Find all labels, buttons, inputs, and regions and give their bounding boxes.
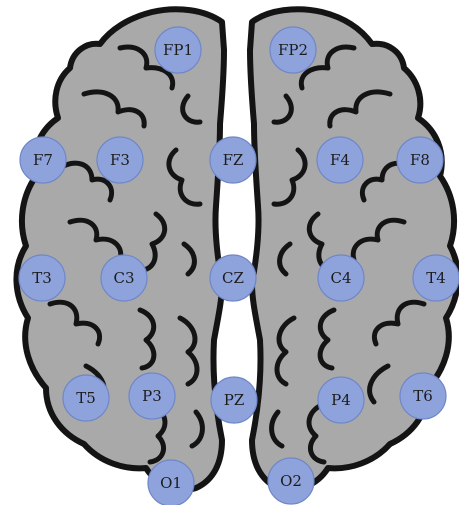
electrode-label: C4 xyxy=(330,269,351,287)
electrode-label: CZ xyxy=(222,269,244,287)
electrode-label: FZ xyxy=(223,151,244,169)
electrode-label: O1 xyxy=(160,474,182,492)
electrode-t6: T6 xyxy=(400,373,446,419)
electrode-label: T6 xyxy=(413,387,433,405)
electrode-label: F7 xyxy=(33,151,53,169)
electrode-label: O2 xyxy=(280,472,302,490)
electrode-t3: T3 xyxy=(19,255,65,301)
electrode-label: T4 xyxy=(426,269,446,287)
electrode-f8: F8 xyxy=(397,137,443,183)
electrode-label: F4 xyxy=(330,151,350,169)
electrode-o1: O1 xyxy=(148,460,194,505)
electrode-label: P4 xyxy=(331,391,351,409)
electrode-c4: C4 xyxy=(318,255,364,301)
electrode-f7: F7 xyxy=(20,137,66,183)
electrode-fz: FZ xyxy=(210,137,256,183)
electrode-label: T5 xyxy=(76,389,96,407)
electrode-pz: PZ xyxy=(211,377,257,423)
electrode-label: PZ xyxy=(224,391,245,409)
electrode-t5: T5 xyxy=(63,375,109,421)
electrode-label: T3 xyxy=(32,269,52,287)
electrode-fp1: FP1 xyxy=(155,27,201,73)
electrode-p4: P4 xyxy=(318,377,364,423)
electrode-label: C3 xyxy=(113,269,134,287)
electrode-label: P3 xyxy=(142,387,162,405)
electrode-c3: C3 xyxy=(101,255,147,301)
electrode-label: F8 xyxy=(410,151,430,169)
electrode-p3: P3 xyxy=(129,373,175,419)
electrode-f4: F4 xyxy=(317,137,363,183)
electrode-label: FP2 xyxy=(278,41,308,59)
electrode-o2: O2 xyxy=(268,458,314,504)
electrode-t4: T4 xyxy=(413,255,459,301)
electrode-label: FP1 xyxy=(163,41,193,59)
electrode-f3: F3 xyxy=(97,137,143,183)
electrode-cz: CZ xyxy=(210,255,256,301)
electrode-fp2: FP2 xyxy=(270,27,316,73)
electrode-label: F3 xyxy=(110,151,130,169)
